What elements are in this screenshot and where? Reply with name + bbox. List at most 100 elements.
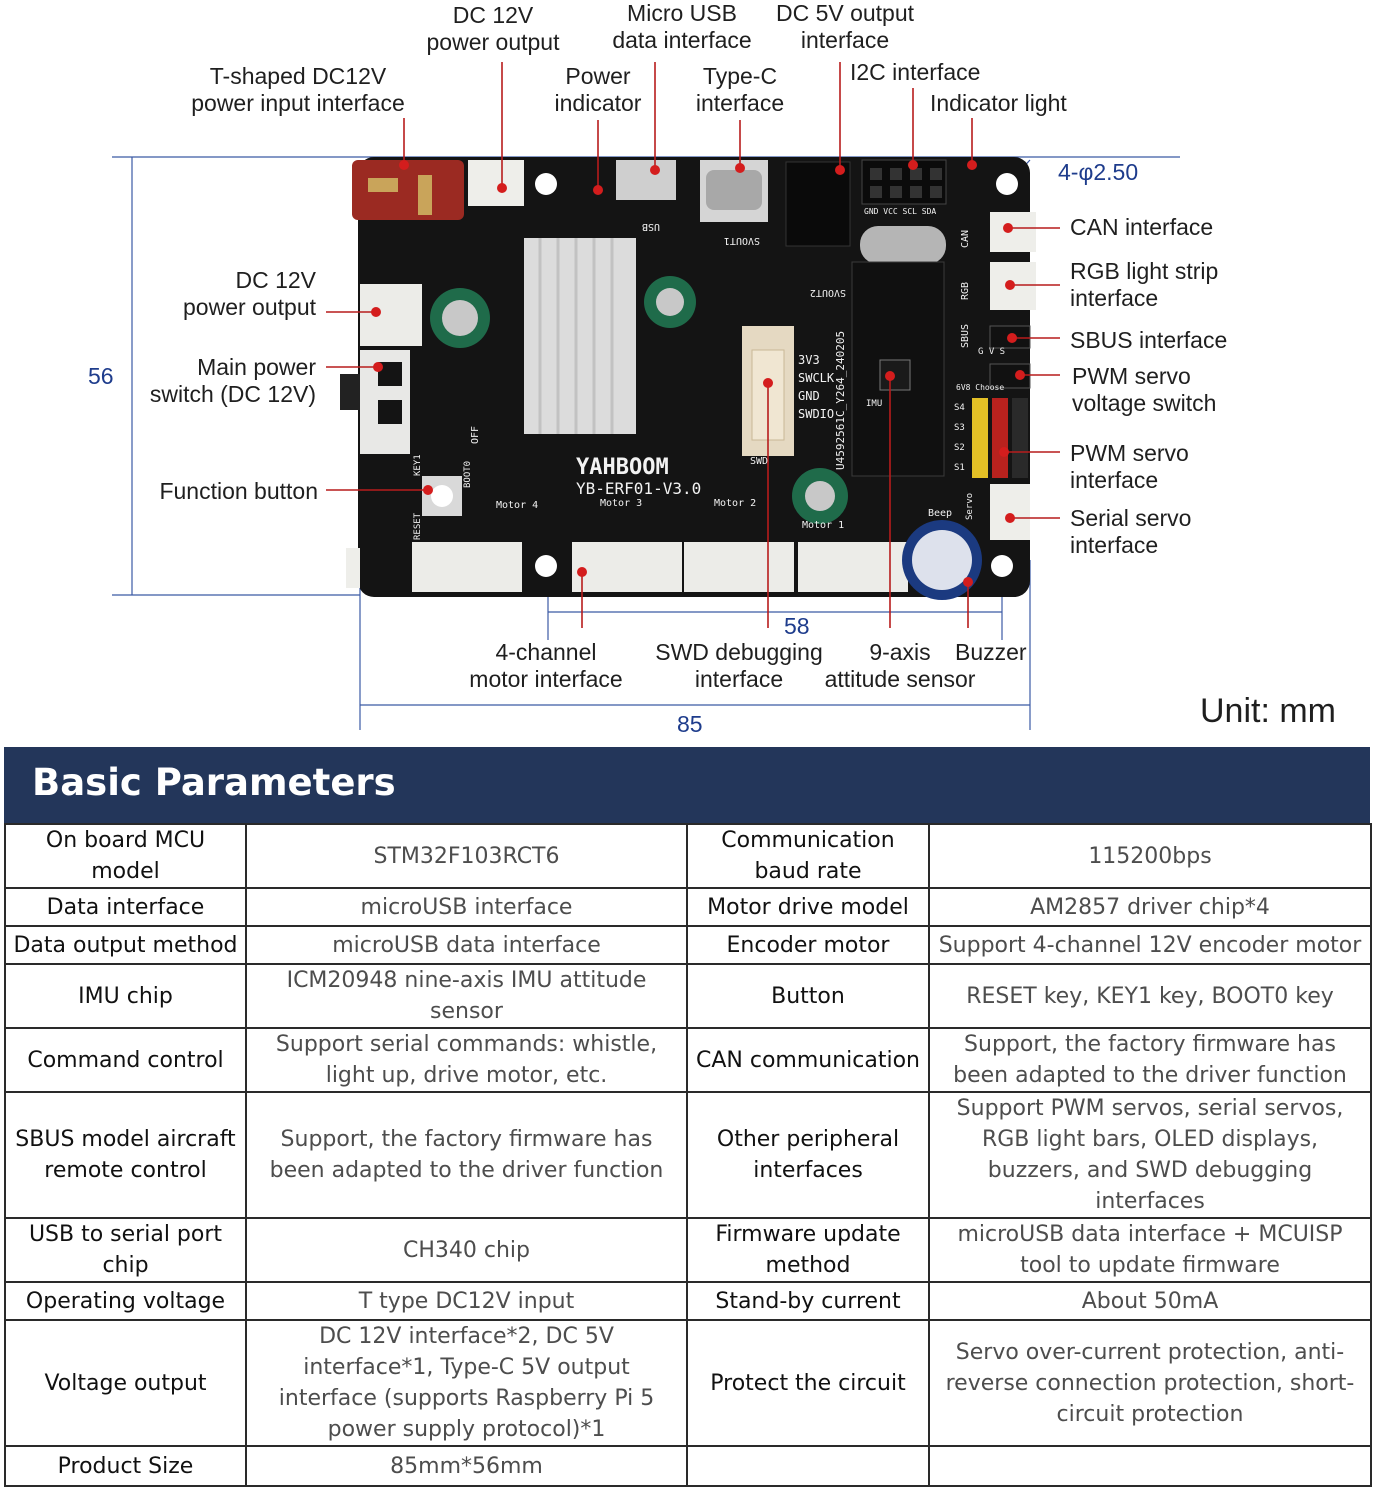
dimension-height: 56 <box>88 363 114 389</box>
silk-boot0: BOOT0 <box>463 461 473 488</box>
silk-s4: S4 <box>954 403 965 413</box>
table-row: SBUS model aircraft remote control Suppo… <box>4 1091 1372 1219</box>
callout-power-indicator: Power indicator <box>554 63 642 116</box>
board-illustration: YAHBOOM YB-ERF01-V3.0 3V3 SWCLK GND SWDI… <box>112 62 1180 730</box>
table-row: On board MCU model STM32F103RCT6 Communi… <box>4 823 1372 889</box>
callout-dc12v-output-top: DC 12V power output <box>426 2 560 55</box>
swd-pin-2: GND <box>798 389 820 403</box>
param-value: 85mm*56mm <box>245 1445 688 1487</box>
param-key: Operating voltage <box>4 1281 247 1321</box>
param-value: microUSB data interface <box>245 925 688 965</box>
param-key: IMU chip <box>4 963 247 1029</box>
swd-pin-1: SWCLK <box>798 371 835 385</box>
silk-beep: Beep <box>928 508 952 519</box>
silk-imu: IMU <box>866 399 882 409</box>
param-key: Data interface <box>4 887 247 927</box>
silk-key1: KEY1 <box>413 454 423 476</box>
param-value: 115200bps <box>928 823 1372 889</box>
table-row: IMU chip ICM20948 nine-axis IMU attitude… <box>4 963 1372 1029</box>
motor-label-2: Motor 2 <box>714 498 756 509</box>
callout-micro-usb: Micro USB data interface <box>612 0 752 53</box>
callout-dc5v-output: DC 5V output interface <box>775 0 915 53</box>
callout-rgb: RGB light strip interface <box>1070 258 1219 311</box>
param-key: Protect the circuit <box>686 1319 930 1447</box>
leader-lines <box>326 62 1060 628</box>
callout-function-button: Function button <box>159 478 318 504</box>
callout-motor-interface: 4-channel motor interface <box>469 639 623 692</box>
param-key: Encoder motor <box>686 925 930 965</box>
param-value: About 50mA <box>928 1281 1372 1321</box>
param-key: Motor drive model <box>686 887 930 927</box>
param-value: RESET key, KEY1 key, BOOT0 key <box>928 963 1372 1029</box>
silk-s1: S1 <box>954 463 965 473</box>
callout-imu: 9-axis attitude sensor <box>824 639 976 692</box>
callout-t-shaped-input: T-shaped DC12V power input interface <box>191 63 405 116</box>
params-table: On board MCU model STM32F103RCT6 Communi… <box>4 823 1372 1487</box>
param-value: Servo over-current protection, anti-reve… <box>928 1319 1372 1447</box>
silkscreen: YAHBOOM YB-ERF01-V3.0 3V3 SWCLK GND SWDI… <box>413 207 1005 540</box>
silk-svout1: SVOUT1 <box>724 235 760 246</box>
param-key: Button <box>686 963 930 1029</box>
board-diagram: YAHBOOM YB-ERF01-V3.0 3V3 SWCLK GND SWDI… <box>88 0 1336 737</box>
silk-servo: Servo <box>965 493 975 520</box>
param-value: Support PWM servos, serial servos, RGB l… <box>928 1091 1372 1219</box>
param-value: STM32F103RCT6 <box>245 823 688 889</box>
param-value: AM2857 driver chip*4 <box>928 887 1372 927</box>
swd-pin-0: 3V3 <box>798 353 820 367</box>
table-row: Product Size 85mm*56mm <box>4 1445 1372 1487</box>
param-key: Communication baud rate <box>686 823 930 889</box>
silk-gvs: G V S <box>978 347 1005 357</box>
callout-serial-servo: Serial servo interface <box>1070 505 1192 558</box>
param-key: On board MCU model <box>4 823 247 889</box>
param-key: Data output method <box>4 925 247 965</box>
table-row: Data interface microUSB interface Motor … <box>4 887 1372 927</box>
table-row: Voltage output DC 12V interface*2, DC 5V… <box>4 1319 1372 1447</box>
silk-s3: S3 <box>954 423 965 433</box>
params-header: Basic Parameters <box>4 747 1370 823</box>
pcb-board <box>340 157 1036 600</box>
silk-6v8: 6V8 Choose <box>956 383 1004 392</box>
motor-label-3: Motor 3 <box>600 498 642 509</box>
param-value: microUSB data interface + MCUISP tool to… <box>928 1217 1372 1283</box>
silk-svout2: SVOUT2 <box>810 287 846 298</box>
silk-usb: USB <box>642 221 660 232</box>
param-key: USB to serial port chip <box>4 1217 247 1283</box>
callout-pwm-voltage-switch: PWM servo voltage switch <box>1072 363 1217 416</box>
silk-rgb: RGB <box>960 282 971 300</box>
board-brand: YAHBOOM <box>576 455 669 480</box>
params-title: Basic Parameters <box>32 761 396 804</box>
callout-type-c: Type-C interface <box>695 63 785 116</box>
param-key: CAN communication <box>686 1027 930 1093</box>
dimension-width: 85 <box>677 711 703 737</box>
motor-label-1: Motor 1 <box>802 520 844 531</box>
table-row: Data output method microUSB data interfa… <box>4 925 1372 965</box>
param-key: Product Size <box>4 1445 247 1487</box>
silk-sbus: SBUS <box>960 324 971 348</box>
param-key: SBUS model aircraft remote control <box>4 1091 247 1219</box>
callout-indicator-light: Indicator light <box>930 90 1067 116</box>
silk-reset: RESET <box>413 512 423 540</box>
param-value: Support serial commands: whistle, light … <box>245 1027 688 1093</box>
silk-i2c-pins: GND VCC SCL SDA <box>864 207 936 216</box>
callout-dc12v-output-left: DC 12V power output <box>183 267 316 320</box>
param-value: Support 4-channel 12V encoder motor <box>928 925 1372 965</box>
table-row: Operating voltage T type DC12V input Sta… <box>4 1281 1372 1321</box>
silk-s2: S2 <box>954 443 965 453</box>
callout-pwm-interface: PWM servo interface <box>1070 440 1189 493</box>
param-value: T type DC12V input <box>245 1281 688 1321</box>
param-key: Command control <box>4 1027 247 1093</box>
silk-can: CAN <box>960 230 971 248</box>
param-value: CH340 chip <box>245 1217 688 1283</box>
swd-pin-3: SWDIO <box>798 407 834 421</box>
param-value: DC 12V interface*2, DC 5V interface*1, T… <box>245 1319 688 1447</box>
param-value <box>928 1445 1372 1487</box>
param-key: Firmware update method <box>686 1217 930 1283</box>
callout-swd: SWD debugging interface <box>655 639 823 692</box>
board-model: YB-ERF01-V3.0 <box>576 479 701 498</box>
callout-can: CAN interface <box>1070 214 1214 240</box>
param-key: Stand-by current <box>686 1281 930 1321</box>
unit-label: Unit: mm <box>1200 692 1336 730</box>
leader-dots <box>371 160 1025 587</box>
table-row: USB to serial port chip CH340 chip Firmw… <box>4 1217 1372 1283</box>
param-key <box>686 1445 930 1487</box>
